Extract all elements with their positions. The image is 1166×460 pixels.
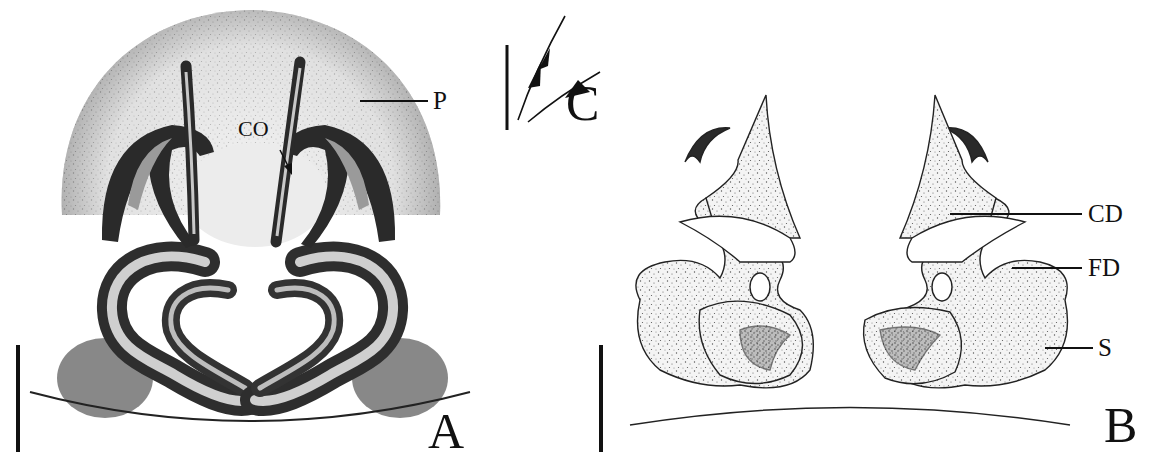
structure-label: P [433, 88, 447, 113]
panel-a [18, 10, 470, 452]
structure-label: CO [238, 118, 269, 140]
structure-label: CD [1088, 201, 1123, 226]
panel-letter: B [1104, 400, 1137, 450]
structure-label: FD [1088, 255, 1120, 280]
panel-c [507, 16, 600, 130]
structure-label: S [1098, 335, 1112, 360]
panel-letter: C [566, 78, 599, 128]
panel-letter: A [428, 406, 464, 456]
panel-b [601, 95, 1093, 452]
